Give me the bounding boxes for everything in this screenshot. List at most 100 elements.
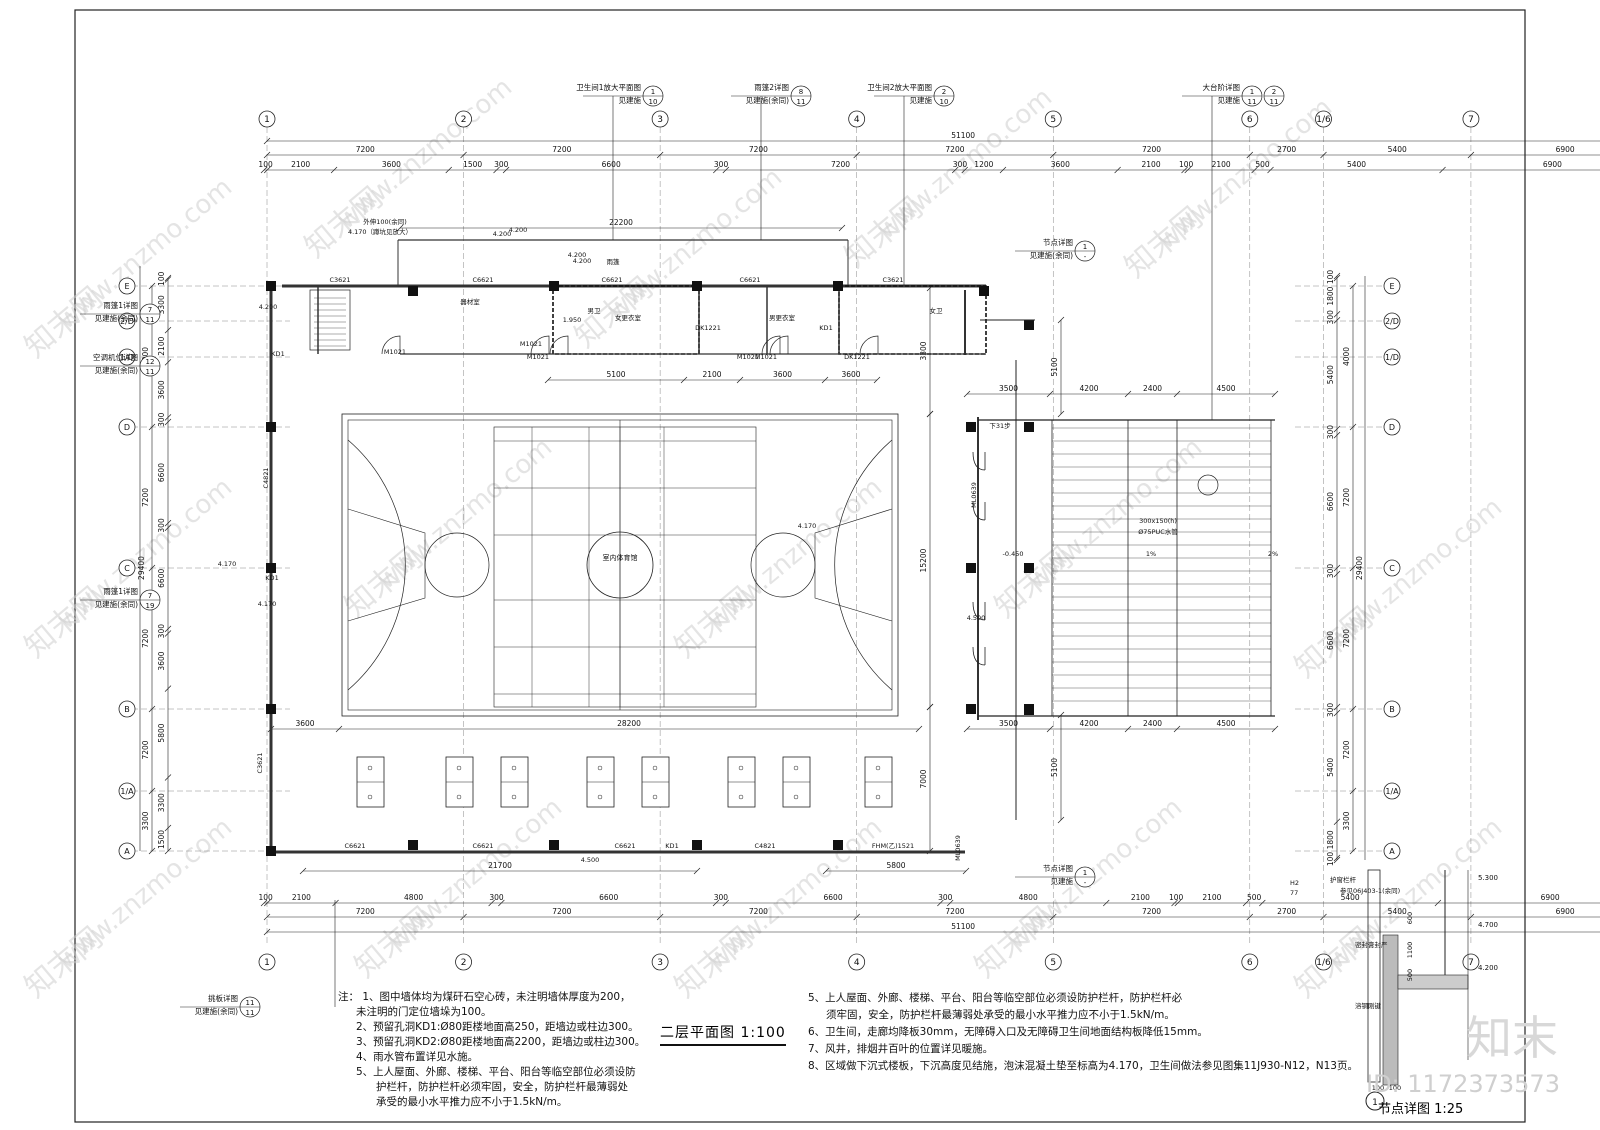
tag-label: 4.170 (258, 600, 277, 608)
tick (164, 625, 172, 633)
column (833, 840, 843, 850)
column (1024, 320, 1034, 330)
tick (148, 564, 156, 572)
callout-sub: 见建施 (1218, 95, 1241, 105)
detail-elev: 4.200 (1478, 964, 1498, 972)
player-mark (367, 765, 373, 771)
dim-text: 2100 (291, 160, 310, 169)
tag-label: KD1 (665, 842, 678, 850)
dim-text: 5100 (606, 370, 625, 379)
callout-title: 卫生间2放大平面图 (867, 82, 932, 92)
axis-bubble-left (118, 782, 136, 800)
detail-title: 节点详图 1:25 (1378, 1102, 1464, 1117)
axis-label-left: E (124, 282, 129, 291)
detail-num: 1 (1372, 1098, 1378, 1108)
dim-text: 1500 (157, 830, 166, 849)
axis-label-bottom: 2 (461, 958, 467, 968)
note-line: 承受的最小水平推力应不小于1.5kN/m。 (376, 1096, 568, 1108)
tick (713, 166, 720, 174)
note-line: 7、风井，排烟井百叶的位置详见暖施。 (808, 1043, 994, 1055)
tag-label: 1.950 (563, 316, 582, 324)
dim-text: 300 (494, 160, 509, 169)
callout-sub: 见建施(余同) (95, 313, 138, 323)
dim-text: 5800 (886, 861, 905, 870)
tick (1320, 151, 1327, 159)
detail-label: 密封膏封严 (1355, 940, 1388, 949)
dim-text: 4200 (1079, 719, 1098, 728)
player-mark (738, 765, 744, 771)
dim-text: 300 (157, 624, 166, 639)
tick (164, 774, 172, 781)
tick (1171, 899, 1178, 907)
axis-label-left: 1/A (120, 787, 134, 796)
tick (263, 151, 271, 159)
tick (1467, 913, 1475, 921)
axis-label-top: 6 (1247, 115, 1253, 125)
dim-text: 3600 (841, 370, 860, 379)
walls (266, 239, 1275, 856)
tag-label: M1021 (527, 353, 549, 361)
column (549, 281, 559, 291)
dim-text: 7200 (1342, 488, 1351, 507)
detail-label: 护窗栏杆 (1330, 875, 1357, 884)
dim-text: 51100 (951, 131, 975, 140)
axis-bubble-bottom (848, 953, 866, 971)
axis-bubble-left (118, 277, 136, 295)
axis-label-bottom: 3 (657, 958, 663, 968)
axis-label-bottom: 6 (1247, 958, 1253, 968)
tick (822, 867, 830, 875)
axis-bubble-bottom (1462, 953, 1480, 971)
basketball-court: 室内体育馆 (341, 413, 899, 717)
axis-grid: 1122334455661/61/67788EE2/D2/D1/D1/DDDCC… (118, 110, 1480, 971)
axis-bubble-bottom (1241, 953, 1259, 971)
detail-callouts: 卫生间1放大平面图见建施110雨篷2详图见建施(余同)811卫生间2放大平面图见… (80, 82, 1285, 1018)
tick (263, 137, 271, 145)
dim-text: 28200 (617, 719, 641, 728)
key-left (347, 508, 426, 622)
dim-text: 300 (1326, 310, 1335, 325)
column (1024, 422, 1034, 432)
callout-title: 挑板详图 (208, 993, 238, 1003)
tag-label: Ø75PUC水管 (1138, 527, 1178, 536)
dim-text: 3300 (157, 295, 166, 314)
axis-bubble-bottom (1044, 953, 1062, 971)
key-right (814, 508, 893, 622)
tick (164, 824, 172, 832)
axis-bubble-left (118, 348, 136, 366)
watermark-cn: 知末网 (968, 900, 1059, 985)
callout-sheet: 11 (146, 316, 155, 324)
tick (498, 899, 505, 907)
dim-text: 7200 (831, 160, 850, 169)
room-label: 男卫 (588, 307, 602, 315)
watermark-cn: 知末网 (18, 580, 109, 665)
callout-num: 7 (148, 306, 152, 314)
tick (915, 725, 923, 733)
axis-label-bottom: 7 (1468, 958, 1474, 968)
tag-label: C3621 (882, 276, 903, 284)
callout-title: 节点详图 (1043, 863, 1073, 873)
tick (148, 282, 156, 290)
door-swing (859, 335, 879, 355)
player-mark (652, 794, 658, 800)
tick (164, 418, 172, 426)
callout-sheet: 11 (146, 368, 155, 376)
dim-text: 3500 (999, 719, 1018, 728)
tick (445, 166, 452, 174)
tick (1174, 899, 1182, 907)
toilet-room-2 (838, 285, 987, 355)
dim-text: 5800 (157, 723, 166, 742)
dim-text: 5400 (1326, 758, 1335, 777)
tick (1173, 390, 1181, 398)
callout-sheet: 11 (797, 98, 806, 106)
tag-label: 4.500 (967, 614, 986, 622)
dim-text: 100 (258, 893, 273, 902)
column (266, 281, 276, 291)
dim-text: 2100 (1131, 893, 1150, 902)
tick (1333, 431, 1341, 439)
detail-slab (1382, 934, 1399, 1086)
dim-text: 2100 (1212, 160, 1231, 169)
detail-dim: 100 (1372, 1084, 1384, 1092)
dim-text: 300 (489, 893, 504, 902)
column (966, 422, 976, 432)
dim-text: 7200 (141, 488, 150, 507)
